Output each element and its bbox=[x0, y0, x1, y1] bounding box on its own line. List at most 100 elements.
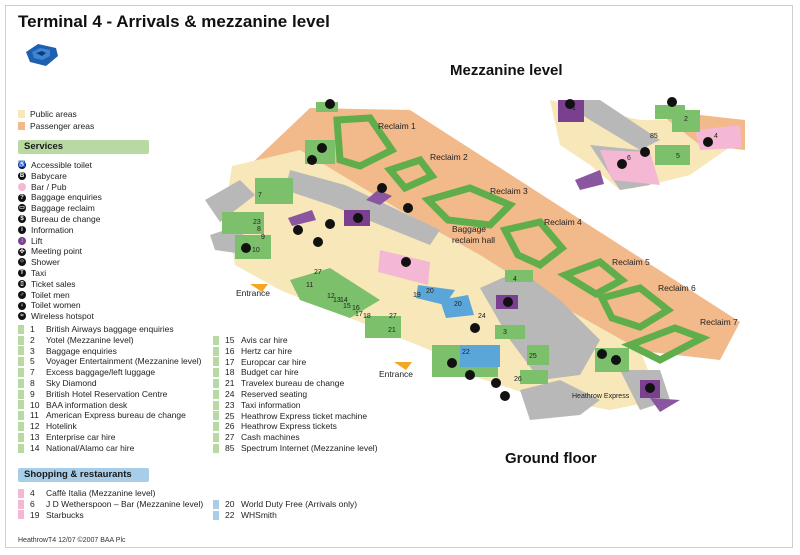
taxi-icon bbox=[470, 323, 480, 333]
facility-number: 4 bbox=[714, 133, 718, 140]
legend-number: 11 bbox=[18, 410, 46, 420]
hall-label-line1: Baggage bbox=[452, 224, 486, 234]
legend-swatch bbox=[213, 411, 219, 421]
legend-number: 7 bbox=[18, 367, 46, 377]
legend-label: Shower bbox=[31, 257, 60, 268]
legend-number: 85 bbox=[213, 443, 241, 453]
legend-number: 10 bbox=[18, 400, 46, 410]
facility-number: 14 bbox=[340, 297, 348, 304]
copyright-footer: HeathrowT4 12/07 ©2007 BAA Plc bbox=[18, 537, 126, 544]
facility-number: 3 bbox=[503, 329, 507, 336]
legend-number: 16 bbox=[213, 346, 241, 356]
shop-block bbox=[460, 345, 500, 367]
legend-swatch bbox=[18, 510, 24, 520]
legend-label: Spectrum Internet (Mezzanine level) bbox=[241, 443, 378, 453]
legend-label: Accessible toilet bbox=[31, 160, 92, 170]
legend-label: British Hotel Reservation Centre bbox=[46, 388, 168, 399]
legend-num-text: 7 bbox=[30, 367, 35, 378]
legend-public-areas: Public areas bbox=[18, 109, 77, 119]
legend-swatch bbox=[18, 389, 24, 399]
legend-number: 2 bbox=[18, 335, 46, 345]
toilet-women-icon: ♀ bbox=[18, 301, 26, 310]
facility-number: 13 bbox=[333, 297, 341, 304]
service-legend-item: ?Baggage enquiries bbox=[18, 192, 102, 202]
service-block bbox=[365, 316, 401, 338]
legend-swatch bbox=[18, 324, 24, 334]
legend-num-text: 19 bbox=[30, 509, 40, 520]
legend-label: Baggage enquiries bbox=[31, 192, 102, 203]
legend-number: 13 bbox=[18, 432, 46, 442]
escalator bbox=[288, 210, 316, 226]
facility-number: 16 bbox=[352, 305, 360, 312]
legend-label: Lift bbox=[31, 235, 43, 246]
legend-label: Toilet women bbox=[31, 300, 81, 311]
legend-num-text: 23 bbox=[225, 399, 235, 410]
toilet-men-icon bbox=[667, 97, 677, 107]
service-legend-item: ♂Toilet men bbox=[18, 290, 70, 300]
legend-label: Information bbox=[31, 224, 74, 235]
facility-number: 10 bbox=[252, 247, 260, 254]
legend-number: 15 bbox=[213, 335, 241, 345]
legend-label: Babycare bbox=[31, 170, 67, 181]
legend-number: 6 bbox=[18, 499, 46, 509]
legend-swatch bbox=[18, 357, 24, 367]
legend-number: 20 bbox=[213, 499, 241, 509]
shower-icon: ⁘ bbox=[18, 258, 26, 267]
legend-label: Bureau de change bbox=[31, 214, 101, 224]
facility-number: 1 bbox=[572, 105, 576, 112]
legend-label: Travelex bureau de change bbox=[241, 378, 345, 389]
escalator bbox=[366, 190, 392, 205]
service-block bbox=[505, 270, 533, 282]
legend-swatch bbox=[18, 367, 24, 377]
service-block bbox=[222, 212, 264, 234]
mezzanine-lift bbox=[558, 100, 584, 122]
page-title: Terminal 4 - Arrivals & mezzanine level bbox=[18, 12, 330, 31]
service-legend-item: ▭Baggage reclaim bbox=[18, 203, 95, 213]
legend-passenger-areas: Passenger areas bbox=[18, 121, 94, 131]
legend-swatch bbox=[18, 411, 24, 421]
legend-swatch bbox=[18, 488, 24, 498]
information-icon bbox=[491, 378, 501, 388]
babycare-icon: B bbox=[18, 172, 26, 180]
legend-label: Caffè Italia (Mezzanine level) bbox=[46, 488, 156, 498]
toilet-men-icon bbox=[597, 349, 607, 359]
reclaim-3-label: Reclaim 3 bbox=[490, 186, 528, 196]
facility-number: 19 bbox=[413, 292, 421, 299]
legend-num-text: 5 bbox=[30, 356, 35, 367]
legend-number: 12 bbox=[18, 421, 46, 431]
service-legend-item: ♿Accessible toilet bbox=[18, 160, 92, 170]
legend-label: Baggage reclaim bbox=[31, 203, 95, 214]
legend-num-text: 9 bbox=[30, 388, 35, 399]
corridor bbox=[205, 180, 255, 222]
lift-icon bbox=[353, 213, 363, 223]
legend-swatch bbox=[213, 443, 219, 453]
reclaim-4-label: Reclaim 4 bbox=[544, 217, 582, 227]
facility-number: 25 bbox=[529, 353, 537, 360]
legend-label: Voyager Entertainment (Mezzanine level) bbox=[46, 356, 202, 367]
legend-number: 4 bbox=[18, 488, 46, 498]
legend-num-text: 13 bbox=[30, 432, 40, 442]
legend-label: Toilet men bbox=[31, 289, 70, 300]
mezzanine-block bbox=[655, 145, 690, 165]
reclaim-belt bbox=[596, 284, 675, 331]
legend-swatch bbox=[213, 357, 219, 367]
legend-label: World Duty Free (Arrivals only) bbox=[241, 499, 358, 509]
taxi-icon bbox=[293, 225, 303, 235]
reclaim-belt bbox=[499, 218, 568, 270]
facility-number: 20 bbox=[426, 288, 434, 295]
corridor bbox=[520, 380, 600, 420]
legend-label: American Express bureau de change bbox=[46, 410, 186, 421]
legend-number: 17 bbox=[213, 357, 241, 367]
taxi-icon: T bbox=[18, 269, 26, 278]
